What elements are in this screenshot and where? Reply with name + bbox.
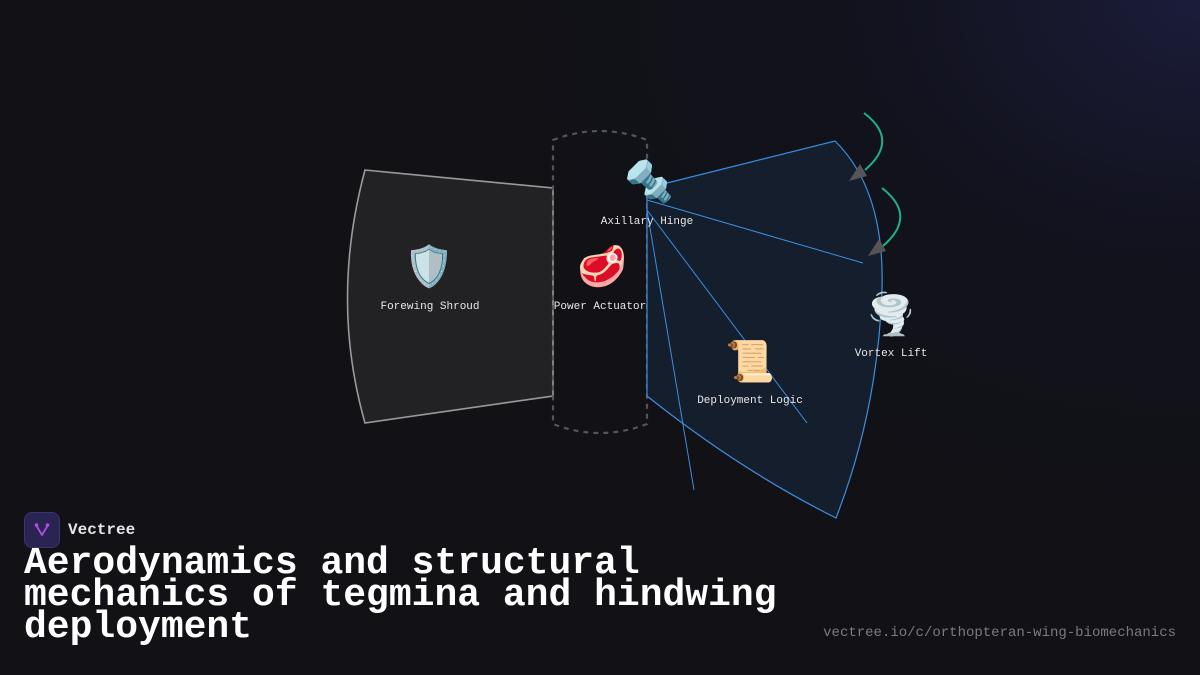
arrowhead-icon xyxy=(849,164,867,181)
forewing-shape xyxy=(346,169,554,424)
node-label-vortex-lift: Vortex Lift xyxy=(854,348,928,360)
tornado-icon: 🌪️ xyxy=(866,292,916,338)
bolt-icon: 🔩 xyxy=(624,159,674,205)
actuator-capsule xyxy=(551,129,649,435)
airflow-arrow xyxy=(863,112,884,171)
hindwing-vein xyxy=(646,209,695,491)
hindwing-shape xyxy=(646,140,883,519)
shield-icon: 🛡️ xyxy=(404,244,454,290)
brand: Vectree xyxy=(24,512,135,548)
hindwing-vein xyxy=(646,209,808,424)
airflow-arrow xyxy=(881,187,902,247)
hindwing-vein xyxy=(646,199,864,264)
scroll-icon: 📜 xyxy=(725,339,775,385)
arrowhead-icon xyxy=(868,239,886,256)
node-label-deployment-logic: Deployment Logic xyxy=(697,395,803,407)
node-label-forewing-shroud: Forewing Shroud xyxy=(380,301,480,313)
brand-name: Vectree xyxy=(68,521,136,539)
source-url[interactable]: vectree.io/c/orthopteran-wing-biomechani… xyxy=(823,625,1176,641)
node-label-axillary-hinge: Axillary Hinge xyxy=(600,216,694,228)
node-label-power-actuator: Power Actuator xyxy=(553,301,647,313)
page-title: Aerodynamics and structural mechanics of… xyxy=(24,542,777,649)
vectree-logo-icon xyxy=(24,512,60,548)
meat-icon: 🥩 xyxy=(577,244,627,290)
